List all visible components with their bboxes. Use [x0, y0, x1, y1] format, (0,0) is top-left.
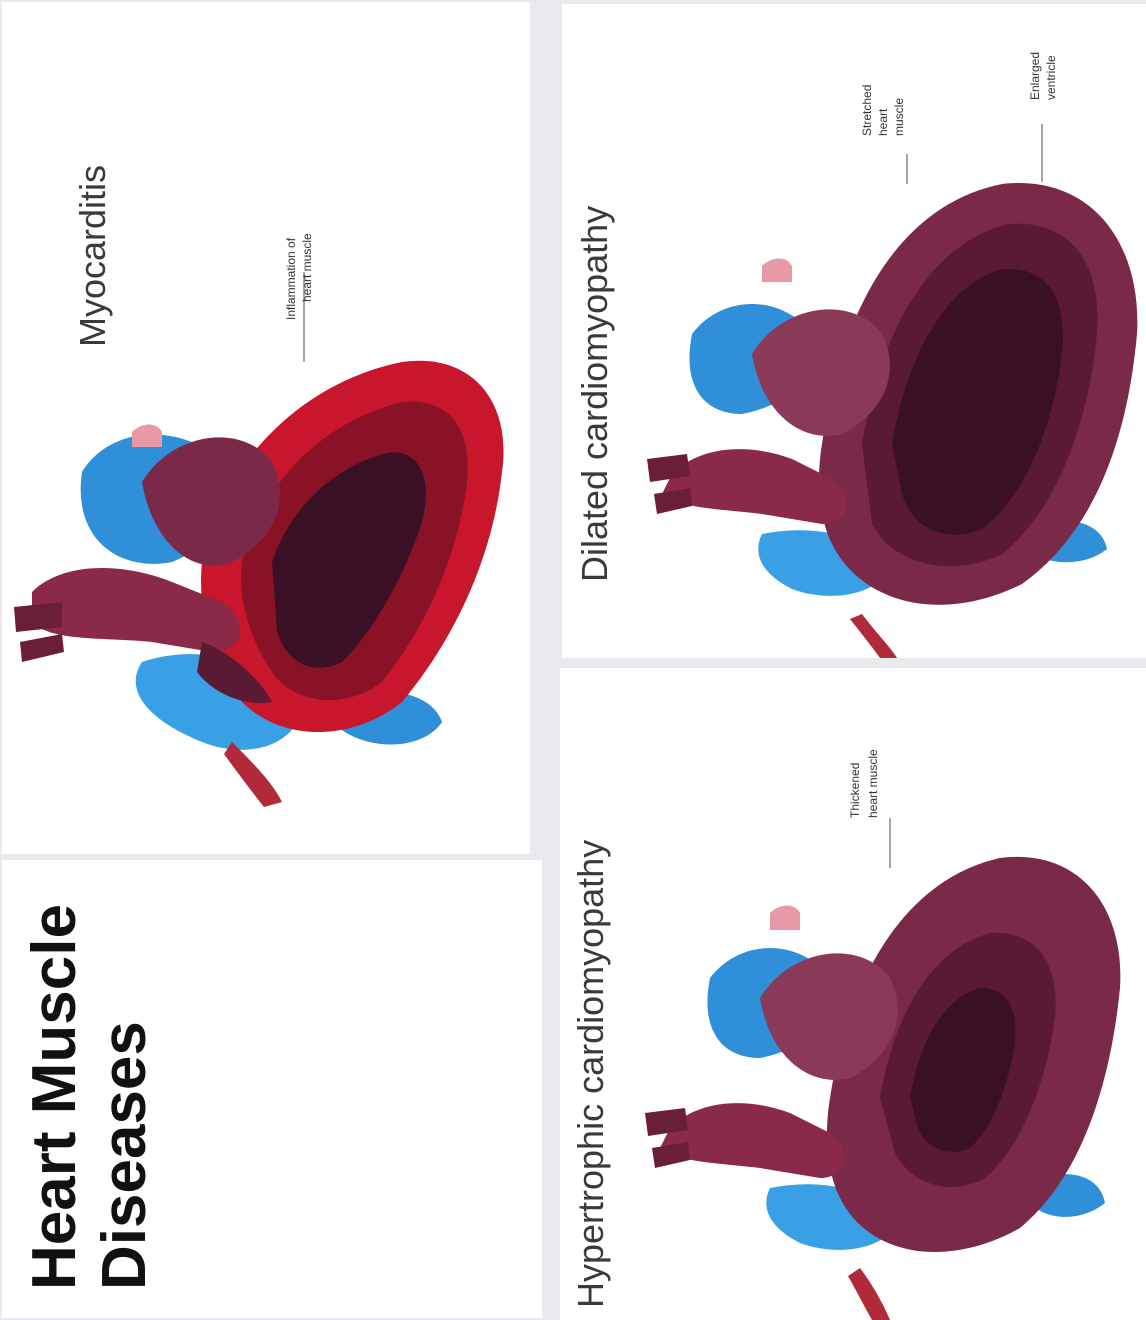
hypertrophic-callout-line2: heart muscle [866, 749, 881, 818]
myocarditis-heart-illustration [2, 2, 530, 854]
hypertrophic-callout-line1: Thickened [848, 763, 863, 818]
dilated-callout-a-line2: heart [876, 109, 891, 136]
dilated-callout-b-line1: Enlarged [1028, 52, 1043, 100]
dilated-callout-a-line3: muscle [892, 98, 907, 136]
hypertrophic-title: Hypertrophic cardiomyopathy [570, 840, 612, 1308]
dilated-callout-b-line2: ventricle [1044, 55, 1059, 100]
dilated-callout-a-line1: Stretched [860, 85, 875, 136]
title-panel: Heart Muscle Diseases [2, 860, 542, 1318]
myocarditis-title: Myocarditis [72, 165, 114, 347]
myocarditis-callout-line1: Inflammation of [284, 238, 299, 320]
page-heading-line1: Heart Muscle [20, 904, 90, 1290]
hypertrophic-panel: Hypertrophic cardiomyopathy Thickened he… [560, 668, 1146, 1320]
dilated-heart-illustration [562, 4, 1146, 658]
myocarditis-callout-line2: heart muscle [300, 233, 315, 302]
dilated-title: Dilated cardiomyopathy [574, 206, 616, 582]
dilated-panel: Dilated cardiomyopathy Stretched heart m… [562, 4, 1146, 658]
myocarditis-panel: Myocarditis Inflammation of heart muscle [2, 2, 530, 854]
page-heading-line2: Diseases [90, 1021, 160, 1290]
